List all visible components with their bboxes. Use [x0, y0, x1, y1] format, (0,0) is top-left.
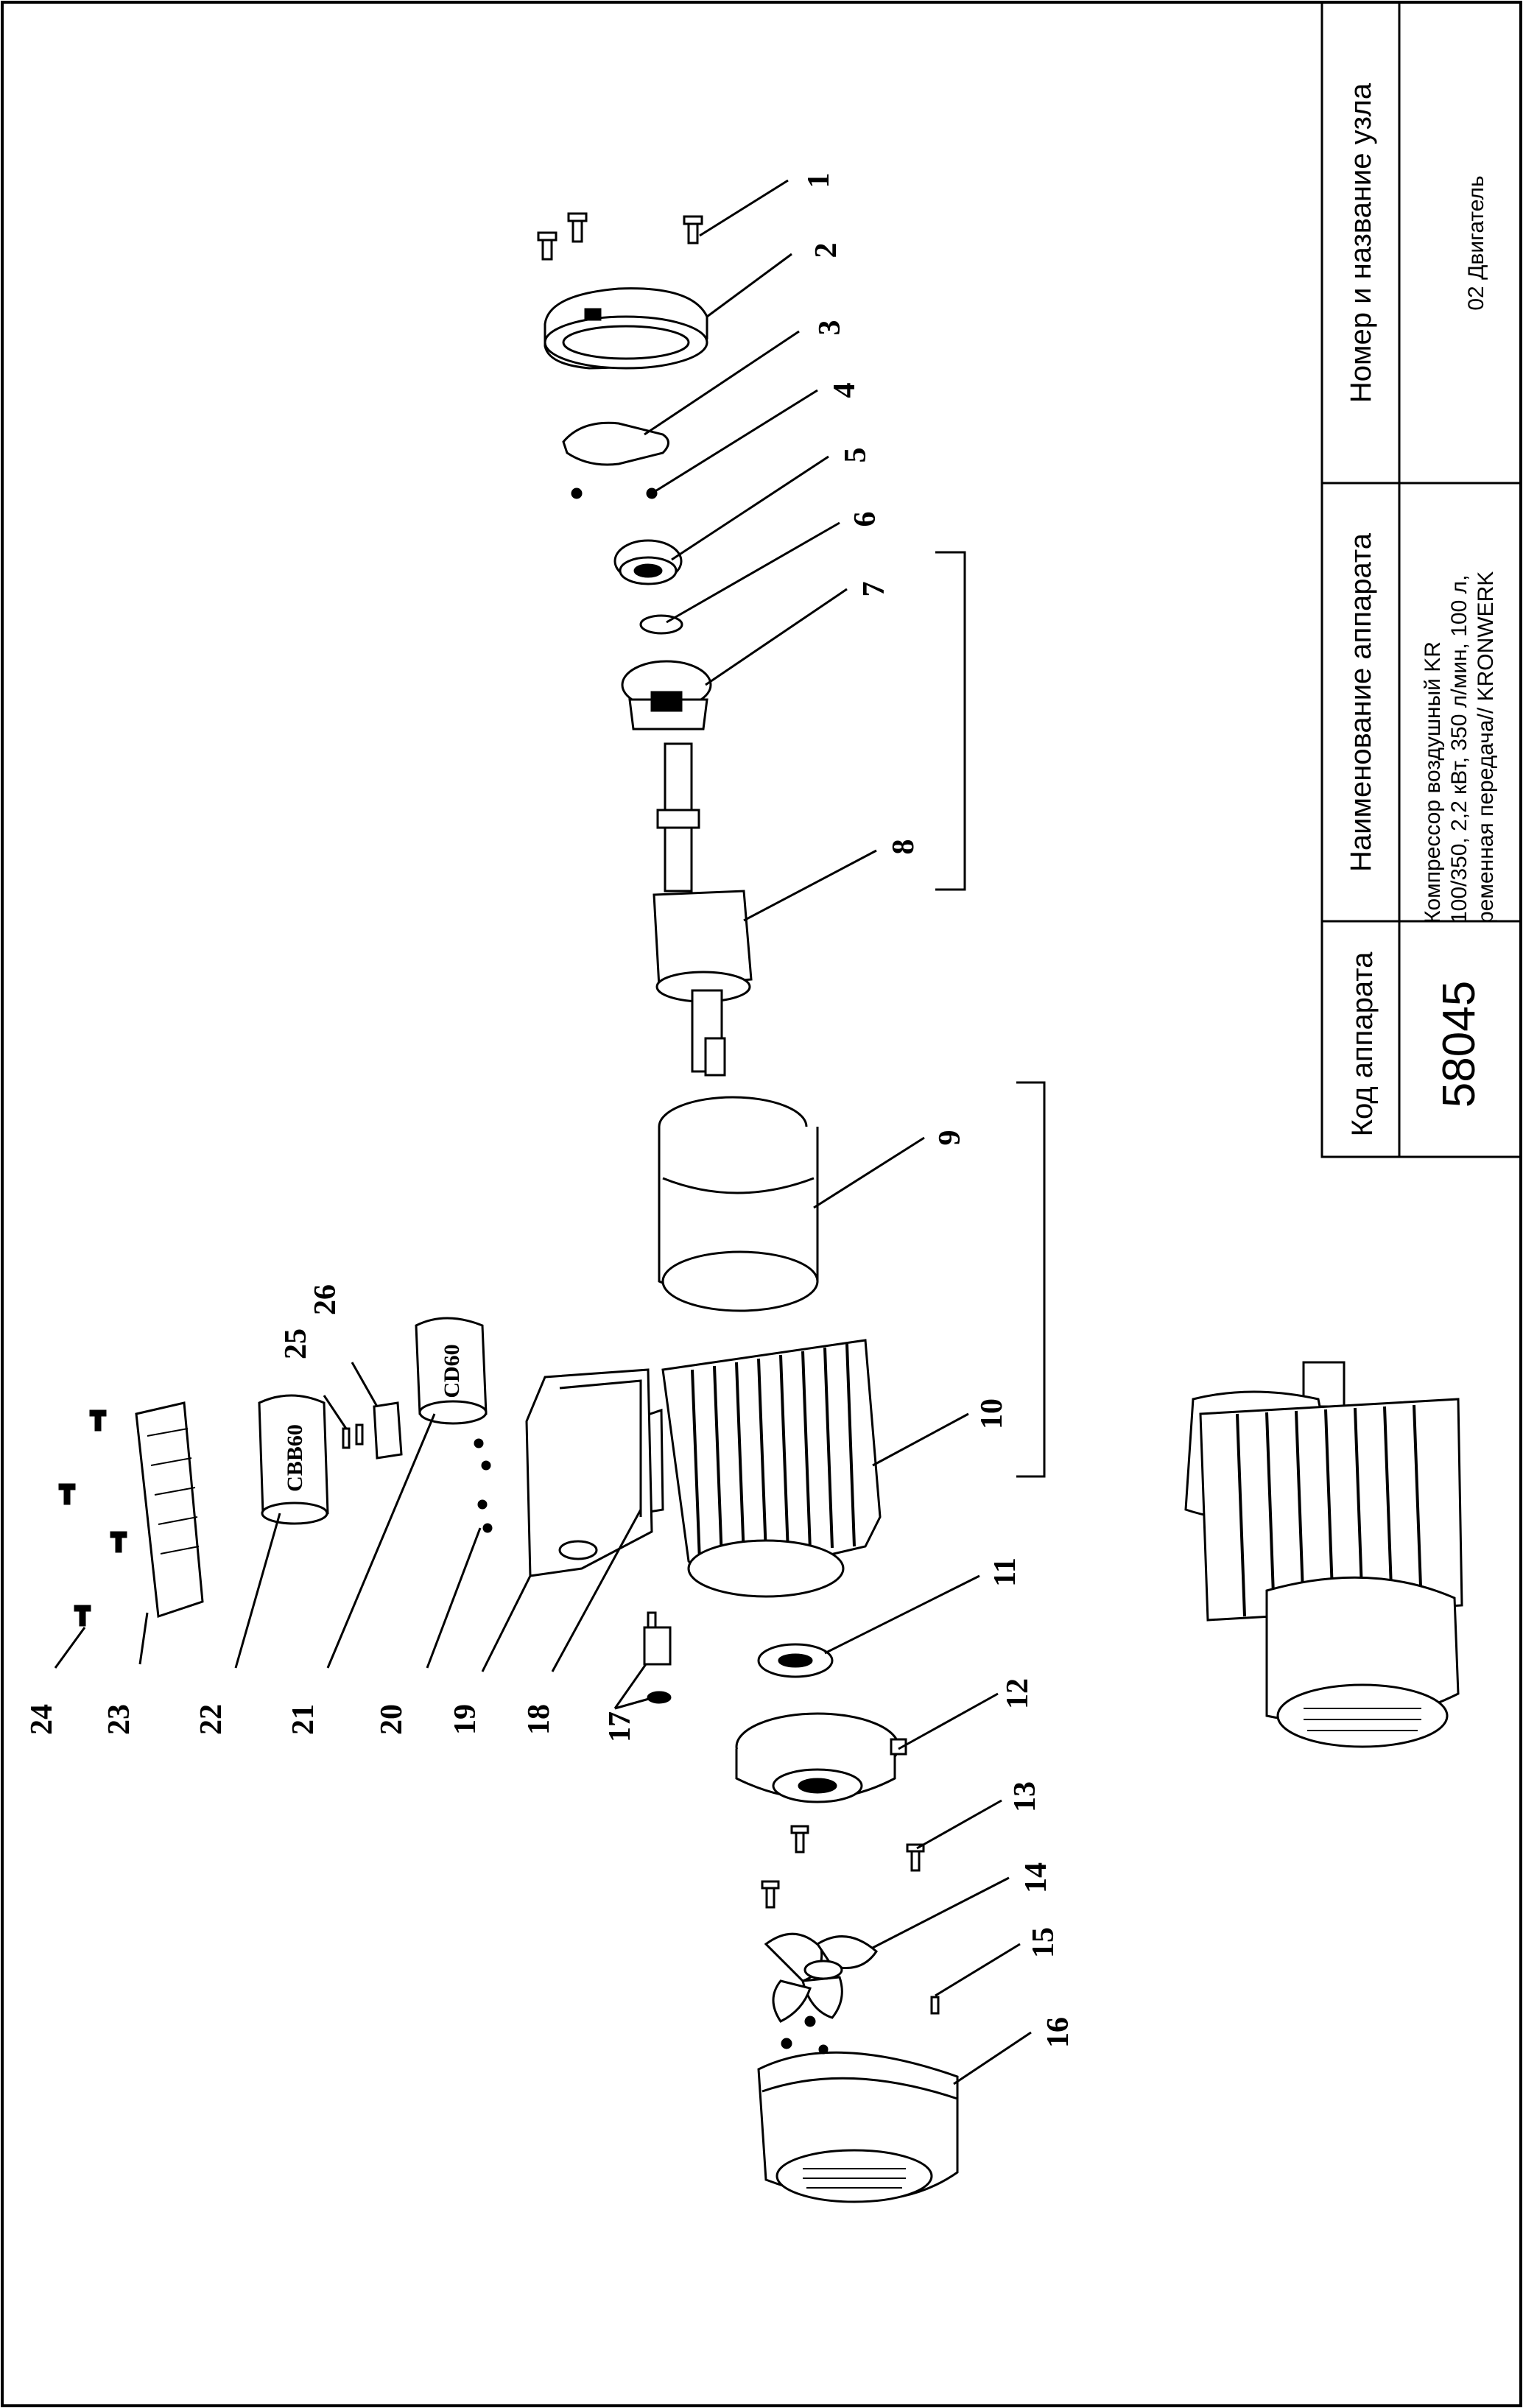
callout-6: 6 [848, 512, 882, 527]
callout-26: 26 [309, 1284, 342, 1315]
capacitor-label-start: CBB60 [283, 1424, 307, 1492]
callout-8: 8 [887, 839, 921, 855]
ring-icon [639, 614, 683, 635]
connector-icon [373, 1401, 403, 1460]
assembled-motor-icon [1184, 1361, 1463, 1748]
screw-icon [571, 487, 583, 499]
capacitor-label-run: CD60 [440, 1344, 464, 1398]
motor-housing-icon [661, 1339, 882, 1598]
terminal-icon [643, 1611, 672, 1704]
device-name-line-3: ременная передача// KRONWERK [1474, 571, 1498, 923]
fan-icon [764, 1932, 878, 2023]
callout-19: 19 [449, 1704, 482, 1735]
rotor-shaft-icon [653, 742, 753, 1077]
callout-7: 7 [857, 582, 891, 597]
device-name-line-2: 100/350, 2,2 кВт, 350 л/мин, 100 л, [1447, 574, 1471, 923]
callout-23: 23 [102, 1704, 136, 1735]
device-name-line-1: Компрессор воздушный KR [1421, 641, 1445, 923]
node-header: Номер и название узла [1345, 82, 1377, 404]
bearing-icon [613, 539, 683, 585]
device-name: Компрессор воздушный KR 100/350, 2,2 кВт… [1420, 482, 1501, 923]
callout-12: 12 [1001, 1678, 1035, 1709]
callout-14: 14 [1019, 1862, 1053, 1893]
callout-2: 2 [809, 243, 843, 258]
callout-16: 16 [1041, 2017, 1075, 2048]
terminal-box-icon [525, 1368, 653, 1577]
callout-18: 18 [522, 1704, 556, 1735]
callout-17: 17 [603, 1711, 637, 1742]
motor-end-cover-icon [544, 287, 708, 370]
leader-lines [54, 179, 1032, 2085]
bolt-icon [58, 1409, 127, 1627]
group-bracket [935, 551, 966, 891]
callout-11: 11 [988, 1557, 1022, 1587]
motor-end-cover-icon [735, 1712, 907, 1803]
parts [58, 212, 1463, 2203]
callout-10: 10 [975, 1398, 1009, 1429]
node-name: 02 Двигатель [1464, 175, 1488, 311]
callout-4: 4 [828, 383, 862, 398]
callout-22: 22 [194, 1704, 228, 1735]
callout-21: 21 [286, 1704, 320, 1735]
callout-numbers: 1 2 3 4 5 6 7 8 9 10 11 12 13 14 15 16 1… [25, 173, 1075, 2049]
stator-icon [658, 1096, 819, 1312]
callout-3: 3 [813, 320, 847, 336]
bearing-icon [757, 1643, 834, 1678]
bolt-icon [761, 1825, 925, 1909]
callout-15: 15 [1027, 1927, 1061, 1958]
callout-9: 9 [933, 1130, 967, 1146]
screw-icon [930, 1996, 940, 2015]
callout-25: 25 [279, 1328, 313, 1359]
callout-20: 20 [375, 1704, 409, 1735]
callout-24: 24 [25, 1704, 59, 1735]
terminal-board-icon [135, 1401, 204, 1619]
group-bracket [1016, 1081, 1046, 1478]
screw-icon [804, 2016, 816, 2027]
callout-5: 5 [839, 448, 873, 463]
capacitor-icon [415, 1317, 488, 1425]
screw-icon [781, 2038, 792, 2049]
callout-1: 1 [802, 173, 836, 189]
name-header: Наименование аппарата [1345, 533, 1377, 872]
fan-cover-icon [757, 2044, 959, 2203]
nut-icon [474, 1438, 493, 1533]
centrifugal-switch-icon [621, 660, 712, 731]
bolt-icon [537, 212, 703, 261]
callout-13: 13 [1008, 1781, 1042, 1812]
title-block [1320, 1, 1522, 1158]
switch-plate-icon [562, 421, 669, 466]
